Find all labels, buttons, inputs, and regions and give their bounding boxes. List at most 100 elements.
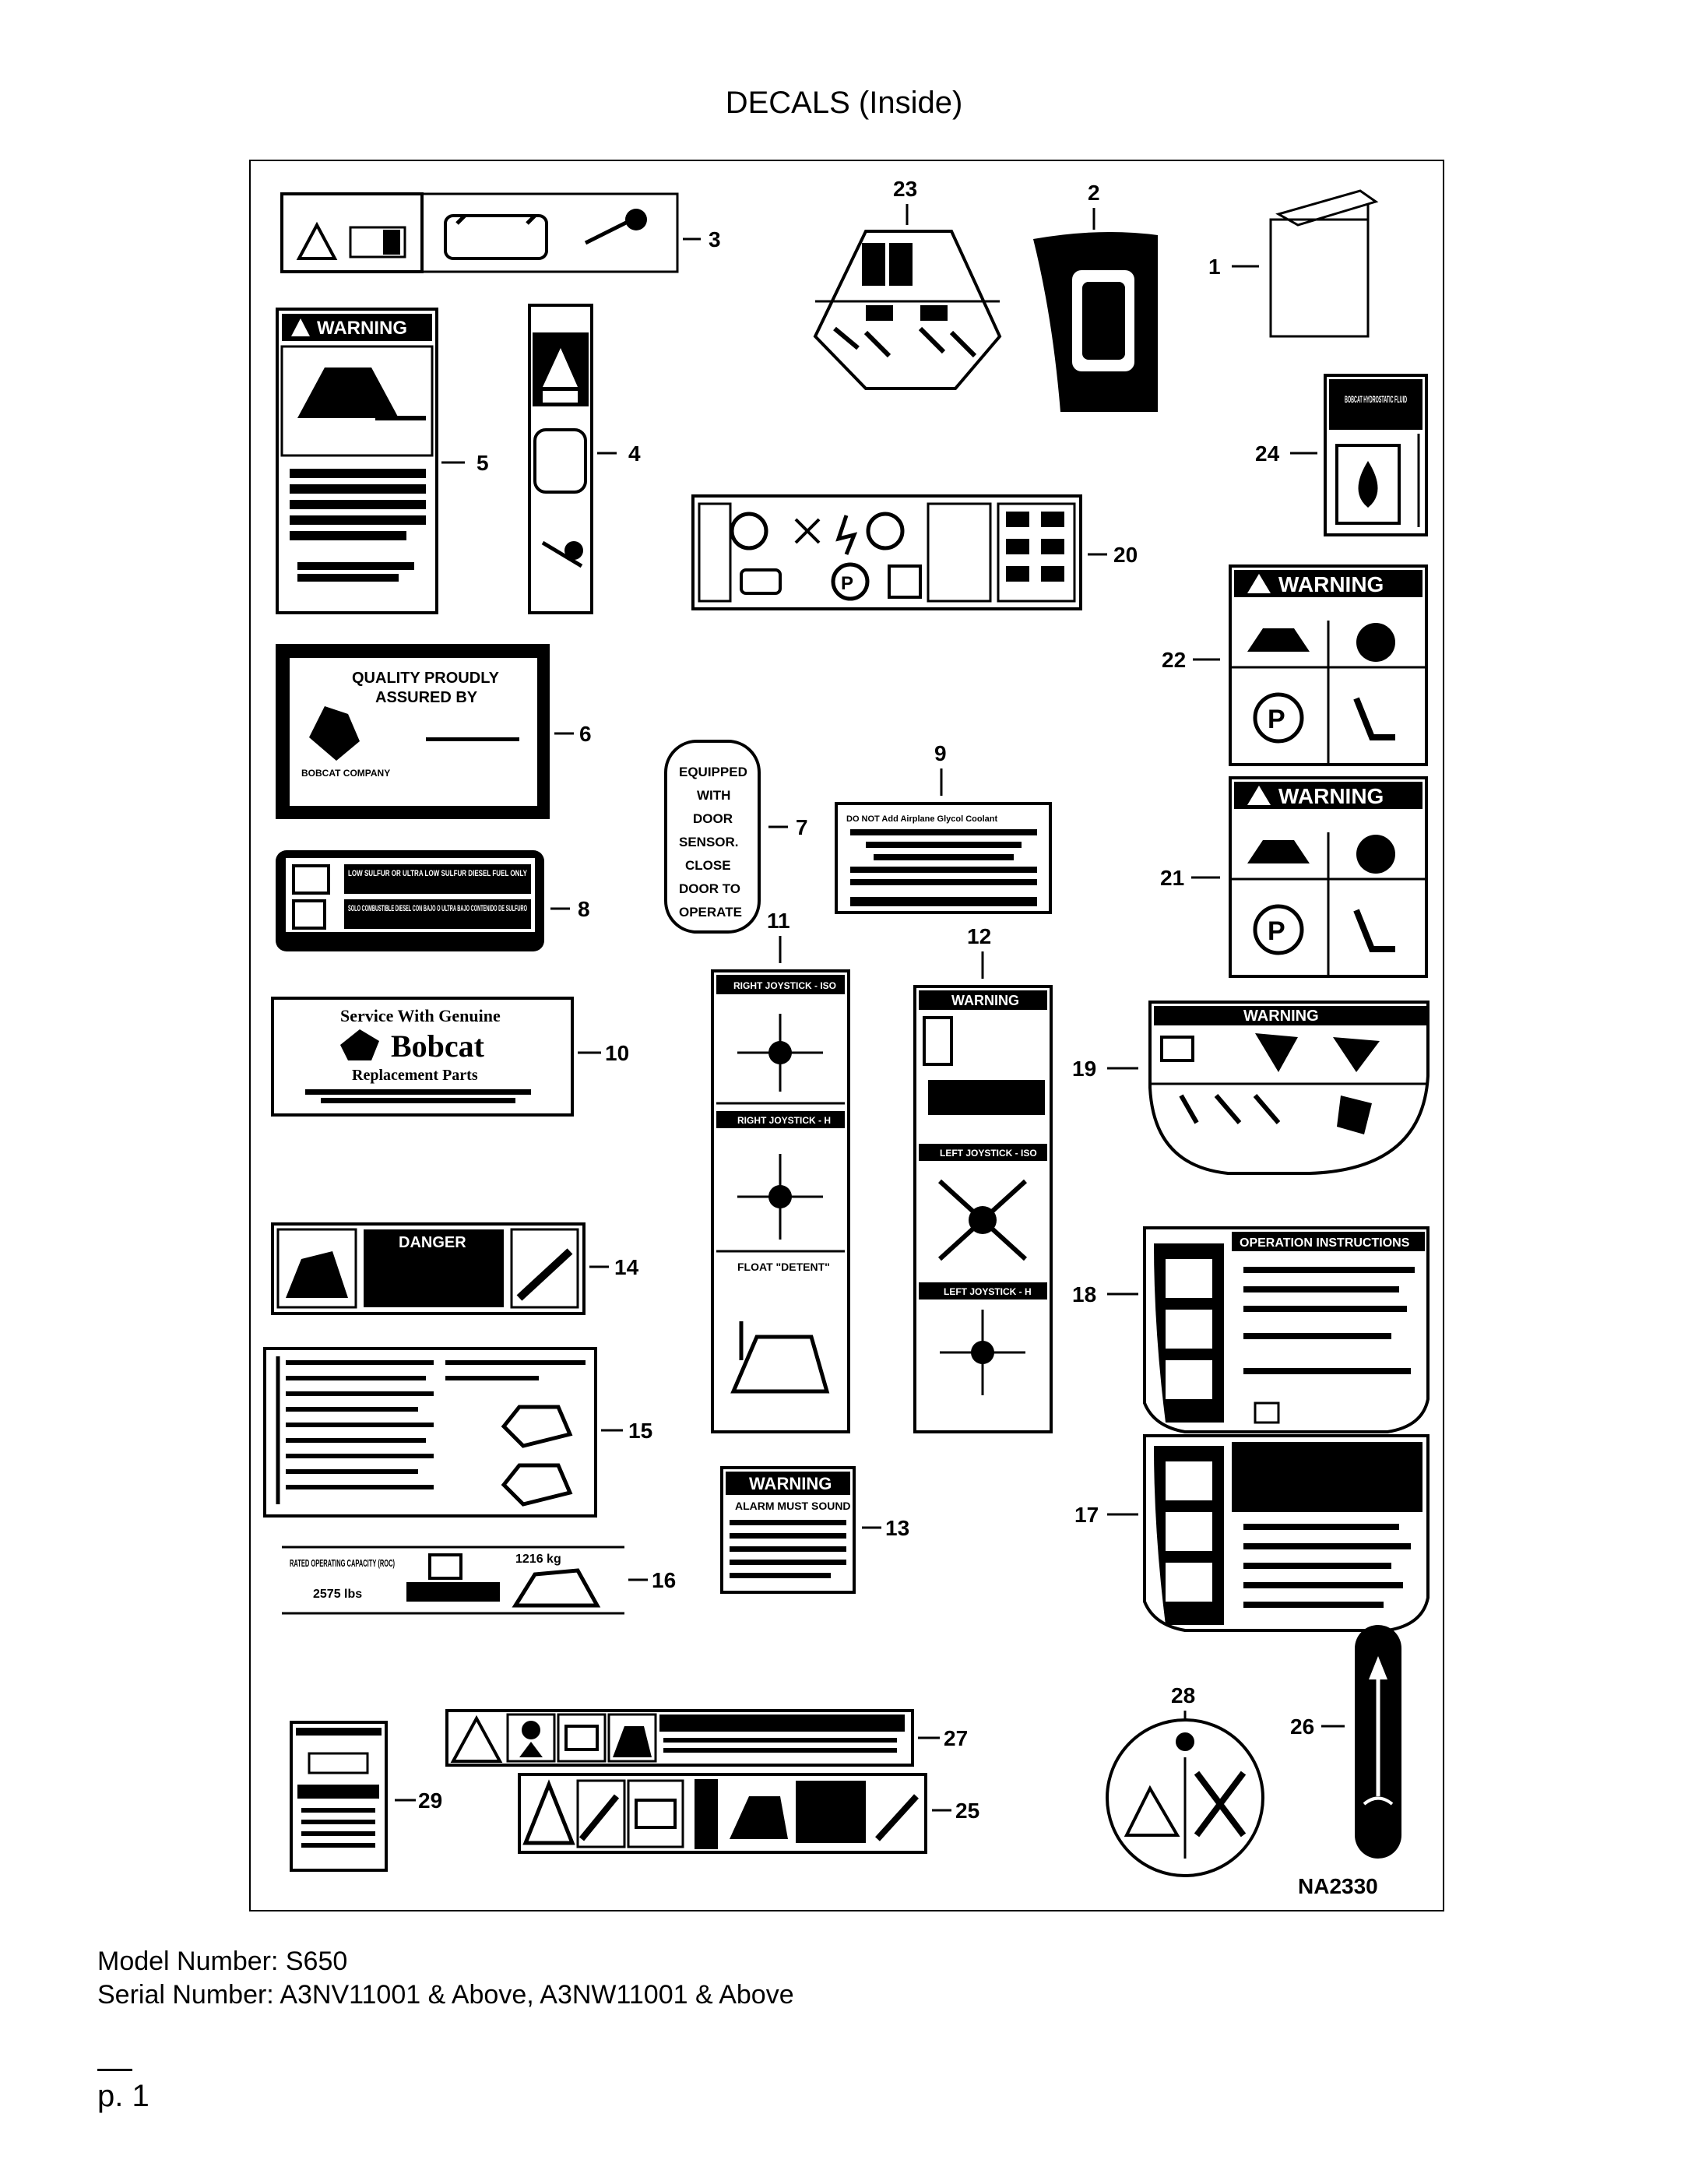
callout-4: 4 — [628, 441, 641, 466]
decal-29 — [290, 1721, 388, 1872]
decal-6-company: BOBCAT COMPANY — [301, 768, 390, 779]
callout-7: 7 — [796, 815, 808, 839]
decal-7-line1: EQUIPPED — [679, 765, 747, 779]
model-number: Model Number: S650 — [97, 1947, 348, 1976]
decal-7-line4: SENSOR. — [679, 835, 739, 849]
decal-illustration-frame: 3 23 2 1 WARNING — [249, 160, 1444, 1911]
decal-1 — [1269, 189, 1379, 338]
decal-24: BOBCAT HYDROSTATIC FLUID — [1324, 374, 1428, 536]
decal-9: DO NOT Add Airplane Glycol Coolant — [835, 802, 1052, 914]
decal-18: OPERATION INSTRUCTIONS — [1143, 1226, 1430, 1433]
decal-17 — [1143, 1434, 1430, 1632]
callout-1: 1 — [1208, 255, 1221, 279]
decal-26 — [1355, 1625, 1401, 1859]
callout-24: 24 — [1255, 441, 1280, 466]
callout-19: 19 — [1072, 1057, 1096, 1081]
decal-7-line2: WITH — [697, 788, 730, 803]
decal-11: RIGHT JOYSTICK - ISO RIGHT JOYSTICK - H … — [711, 969, 850, 1433]
decal-21: WARNING P — [1229, 776, 1428, 978]
callout-18: 18 — [1072, 1282, 1096, 1307]
decal-8-fuel-en: LOW SULFUR OR ULTRA LOW SULFUR DIESEL FU… — [348, 869, 527, 878]
decal-28 — [1106, 1718, 1264, 1877]
decal-19: WARNING — [1148, 1001, 1430, 1175]
decal-23 — [813, 230, 1002, 390]
decal-10-line2: Replacement Parts — [352, 1067, 478, 1084]
callout-23: 23 — [893, 177, 917, 201]
decal-9-text: DO NOT Add Airplane Glycol Coolant — [846, 814, 997, 824]
decal-8-fuel-es: SOLO COMBUSTIBLE DIESEL CON BAJO O ULTRA… — [348, 904, 527, 913]
decal-7-line3: DOOR — [693, 811, 733, 826]
decal-19-warning: WARNING — [1243, 1008, 1319, 1025]
callout-11: 11 — [767, 909, 790, 933]
decal-6: QUALITY PROUDLY ASSURED BY BOBCAT COMPAN… — [276, 644, 550, 819]
callout-14: 14 — [614, 1255, 639, 1279]
decal-14-danger: DANGER — [399, 1234, 466, 1251]
decal-22-warning: WARNING — [1278, 572, 1384, 596]
decal-10-line1: Service With Genuine — [340, 1006, 501, 1025]
page-title: DECALS (Inside) — [725, 86, 963, 120]
callout-15: 15 — [628, 1419, 652, 1443]
decal-10: Service With Genuine Bobcat Replacement … — [271, 997, 574, 1117]
decal-11-right-h: RIGHT JOYSTICK - H — [737, 1115, 831, 1126]
svg-text:P: P — [841, 573, 853, 594]
decal-11-right-iso: RIGHT JOYSTICK - ISO — [733, 980, 836, 991]
decal-12-left-h: LEFT JOYSTICK - H — [944, 1286, 1032, 1297]
decal-16-lbs: 2575 lbs — [313, 1588, 362, 1601]
decal-7-line7: OPERATE — [679, 905, 742, 920]
decal-10-brand: Bobcat — [391, 1029, 485, 1064]
callout-10: 10 — [605, 1041, 629, 1065]
decal-11-float: FLOAT "DETENT" — [737, 1261, 830, 1273]
page-number: p. 1 — [97, 2079, 149, 2113]
callout-26: 26 — [1290, 1714, 1314, 1739]
callout-12: 12 — [967, 924, 991, 948]
decal-13-alarm: ALARM MUST SOUND — [735, 1500, 851, 1512]
figure-id: NA2330 — [1298, 1874, 1378, 1898]
decal-12: WARNING LEFT JOYSTICK - ISO LEFT JOYSTIC… — [913, 985, 1053, 1433]
decal-2 — [1033, 232, 1158, 412]
decal-16: RATED OPERATING CAPACITY (ROC) 2575 lbs … — [282, 1546, 624, 1615]
decal-6-line2: ASSURED BY — [375, 689, 478, 706]
decal-7: EQUIPPED WITH DOOR SENSOR. CLOSE DOOR TO… — [664, 740, 761, 934]
callout-17: 17 — [1074, 1503, 1099, 1527]
decal-15 — [263, 1347, 597, 1518]
callout-27: 27 — [944, 1726, 968, 1750]
callout-5: 5 — [477, 451, 489, 475]
decal-5: WARNING — [276, 308, 438, 614]
decal-27 — [445, 1709, 914, 1767]
footer-divider — [97, 2069, 132, 2071]
callout-25: 25 — [955, 1799, 979, 1823]
decal-5-warning: WARNING — [317, 318, 407, 339]
callout-13: 13 — [885, 1516, 909, 1540]
decal-3 — [280, 192, 679, 273]
decal-8: LOW SULFUR OR ULTRA LOW SULFUR DIESEL FU… — [276, 850, 544, 951]
decal-16-kg: 1216 kg — [515, 1553, 561, 1566]
decal-4 — [528, 304, 593, 614]
decal-18-title: OPERATION INSTRUCTIONS — [1240, 1236, 1410, 1250]
decal-24-label: BOBCAT HYDROSTATIC FLUID — [1345, 394, 1407, 405]
callout-16: 16 — [652, 1568, 676, 1592]
decal-13-warning: WARNING — [749, 1474, 832, 1493]
decal-21-warning: WARNING — [1278, 784, 1384, 808]
decal-14: DANGER — [271, 1222, 586, 1315]
callout-8: 8 — [578, 897, 590, 921]
callout-9: 9 — [934, 741, 947, 765]
callout-28: 28 — [1171, 1683, 1195, 1707]
decal-22: WARNING P — [1229, 564, 1428, 766]
callout-29: 29 — [418, 1788, 442, 1813]
callout-3: 3 — [709, 227, 721, 251]
decal-7-line6: DOOR TO — [679, 881, 740, 896]
svg-text:P: P — [1268, 916, 1285, 946]
svg-text:P: P — [1268, 705, 1285, 734]
callout-6: 6 — [579, 722, 592, 746]
callout-20: 20 — [1113, 543, 1138, 567]
decal-6-line1: QUALITY PROUDLY — [352, 670, 500, 687]
decal-25 — [518, 1773, 927, 1854]
callout-2: 2 — [1088, 181, 1100, 205]
decal-12-warning: WARNING — [951, 993, 1019, 1008]
decal-20: P — [691, 494, 1082, 610]
decal-16-roc: RATED OPERATING CAPACITY (ROC) — [290, 1557, 395, 1569]
decal-12-left-iso: LEFT JOYSTICK - ISO — [940, 1148, 1037, 1159]
decal-7-line5: CLOSE — [685, 858, 731, 873]
serial-number: Serial Number: A3NV11001 & Above, A3NW11… — [97, 1980, 794, 2010]
decal-13: WARNING ALARM MUST SOUND — [720, 1466, 856, 1594]
